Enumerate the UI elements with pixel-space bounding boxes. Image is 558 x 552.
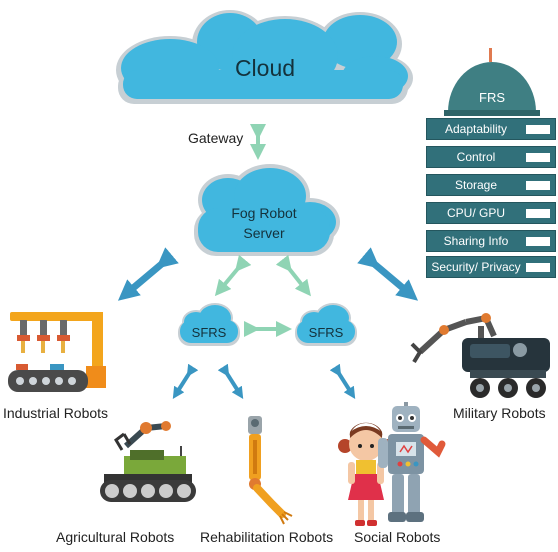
frs-row-label: Sharing Info bbox=[443, 234, 509, 248]
sfrs-left-label: SFRS bbox=[191, 325, 227, 340]
frs-row-cpu-gpu: CPU/ GPU bbox=[426, 202, 556, 224]
fog-server-cloud-icon bbox=[194, 164, 340, 256]
rehabilitation-robots-label: Rehabilitation Robots bbox=[200, 529, 334, 545]
cloud-cluster-icon bbox=[116, 10, 413, 104]
sfrs-right-label: SFRS bbox=[308, 325, 344, 340]
sfrs-rehabilitation-arrow bbox=[217, 363, 244, 400]
fog-server-label-line2: Server bbox=[243, 225, 285, 241]
frs-row-slot bbox=[526, 263, 550, 272]
gateway-label: Gateway bbox=[188, 130, 244, 146]
frs-row-slot bbox=[526, 153, 550, 162]
frs-row-label: Security/ Privacy bbox=[431, 260, 521, 274]
fog-server-label-line1: Fog Robot bbox=[231, 205, 297, 221]
frs-row-slot bbox=[526, 181, 550, 190]
industrial-robot-icon bbox=[8, 312, 106, 392]
agricultural-robots-label: Agricultural Robots bbox=[56, 529, 175, 545]
frs-row-slot bbox=[526, 209, 550, 218]
sfrs-right-cloud-icon bbox=[295, 303, 357, 346]
social-robots-label: Social Robots bbox=[354, 529, 441, 545]
frs-row-label: CPU/ GPU bbox=[446, 206, 505, 220]
rehabilitation-robot-icon bbox=[248, 416, 293, 525]
sfrs-agricultural-arrow bbox=[172, 363, 199, 400]
frs-row-slot bbox=[526, 125, 550, 134]
humanoid-robot-icon bbox=[378, 402, 446, 522]
frs-row-label: Storage bbox=[454, 178, 498, 192]
fog-industrial-arrow bbox=[117, 247, 179, 301]
frs-row-slot bbox=[526, 237, 550, 246]
sfrs-left-cloud-icon bbox=[178, 303, 240, 346]
frs-row-sharing-info: Sharing Info bbox=[426, 230, 556, 252]
frs-dome-icon bbox=[444, 48, 540, 116]
sfrs-social-arrow bbox=[329, 363, 356, 400]
frs-row-security-privacy: Security/ Privacy bbox=[426, 256, 556, 278]
industrial-robots-label: Industrial Robots bbox=[3, 405, 109, 421]
frs-row-adaptability: Adaptability bbox=[426, 118, 556, 140]
frs-row-storage: Storage bbox=[426, 174, 556, 196]
frs-title: FRS bbox=[479, 90, 505, 105]
frs-row-label: Adaptability bbox=[444, 122, 508, 136]
military-robots-label: Military Robots bbox=[453, 405, 546, 421]
fog-sfrs-right-arrow bbox=[275, 254, 311, 297]
fog-sfrs-left-arrow bbox=[214, 254, 252, 297]
military-robot-icon bbox=[410, 313, 550, 398]
agricultural-robot-icon bbox=[100, 421, 196, 502]
fog-military-arrow bbox=[357, 247, 419, 301]
frs-row-label: Control bbox=[456, 150, 496, 164]
cloud-label: Cloud bbox=[234, 55, 296, 81]
girl-figure-icon bbox=[338, 422, 394, 526]
frs-row-control: Control bbox=[426, 146, 556, 168]
